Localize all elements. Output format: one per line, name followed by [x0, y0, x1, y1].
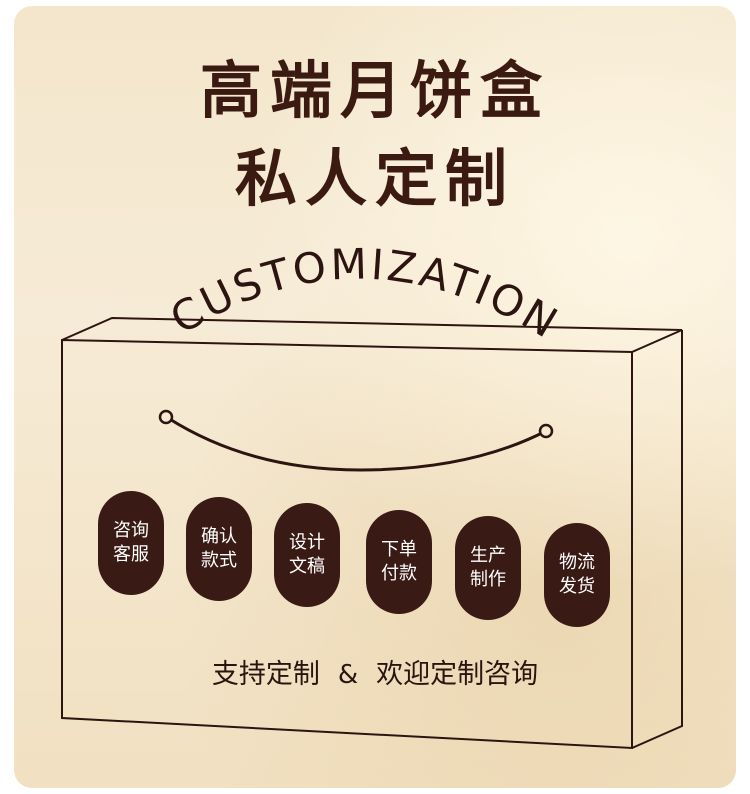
headline-subtitle: 私人定制 [234, 142, 515, 215]
step-label-line2: 客服 [113, 544, 149, 565]
step-label-line2: 制作 [470, 569, 506, 590]
step-confirm-style: 确认 款式 [186, 497, 252, 601]
step-label-line1: 咨询 [113, 520, 149, 541]
background-card [14, 6, 736, 788]
step-label-line2: 文稿 [289, 556, 325, 577]
step-production: 生产 制作 [455, 516, 521, 620]
box-top-edge [61, 316, 683, 353]
step-label-line1: 生产 [470, 545, 506, 566]
step-design-draft: 设计 文稿 [274, 503, 340, 607]
step-label-line1: 确认 [201, 526, 237, 547]
step-shipping: 物流 发货 [544, 523, 610, 627]
step-consult-service: 咨询 客服 [98, 491, 164, 595]
box-side-edge [631, 330, 683, 749]
step-label-line1: 物流 [559, 552, 595, 573]
tagline: 支持定制&欢迎定制咨询 [0, 652, 750, 691]
tagline-ampersand: & [337, 660, 359, 690]
bag-handle [167, 416, 547, 472]
step-label-line2: 付款 [381, 563, 417, 584]
tagline-left: 支持定制 [211, 659, 320, 690]
step-label-line2: 款式 [201, 550, 237, 571]
step-order-payment: 下单 付款 [366, 510, 432, 614]
handle-grommet-right [538, 423, 554, 439]
step-label-line1: 下单 [381, 539, 417, 560]
step-label-line1: 设计 [289, 532, 325, 553]
step-label-line2: 发货 [559, 576, 595, 597]
handle-grommet-left [158, 409, 174, 425]
headline-title: 高端月饼盒 [199, 54, 550, 127]
tagline-right: 欢迎定制咨询 [376, 659, 539, 690]
customization-arc-text: CUSTOMIZATION [162, 239, 568, 348]
